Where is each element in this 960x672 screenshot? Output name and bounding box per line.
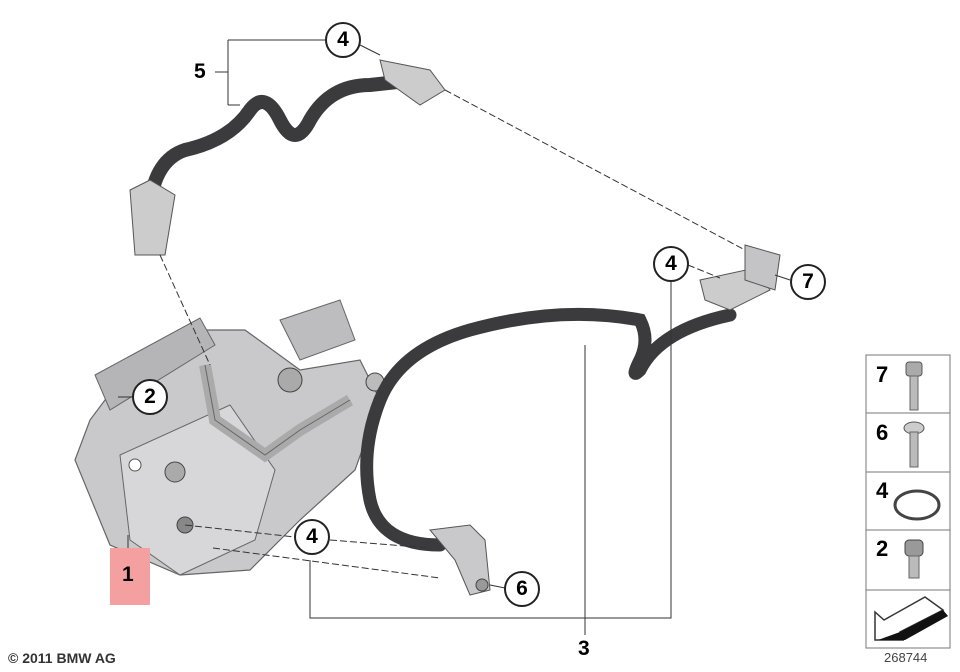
hex-bolt-icon (905, 361, 923, 411)
torx-bolt-icon (903, 421, 925, 468)
legend-item-2: 2 (876, 536, 889, 561)
callout-4-top[interactable]: 4 (325, 22, 361, 58)
oil-cooler-highlight (110, 548, 150, 605)
oil-cooler (74, 299, 385, 576)
legend-box (865, 354, 951, 649)
arrow-icon (874, 596, 948, 641)
callout-4-bottom[interactable]: 4 (294, 519, 330, 555)
callout-6[interactable]: 6 (504, 571, 540, 607)
legend-item-4: 4 (876, 478, 889, 503)
label-feed-line[interactable]: 3 (578, 637, 590, 660)
return-hose (129, 59, 446, 256)
label-oil-cooler[interactable]: 1 (122, 563, 134, 586)
bracket-lines (118, 39, 791, 635)
collar-bolt-icon (904, 539, 924, 579)
diagram-number: 268744 (884, 650, 928, 665)
callout-4-right[interactable]: 4 (653, 246, 689, 282)
copyright: © 2011 BMW AG (8, 650, 116, 666)
callout-7[interactable]: 7 (790, 264, 826, 300)
feed-line (360, 244, 781, 596)
o-ring-icon (893, 489, 941, 521)
leader-lines (159, 89, 746, 579)
legend-item-6: 6 (876, 420, 889, 445)
callout-2[interactable]: 2 (132, 379, 168, 415)
legend-item-7: 7 (876, 362, 889, 387)
label-return-hose[interactable]: 5 (194, 60, 206, 83)
